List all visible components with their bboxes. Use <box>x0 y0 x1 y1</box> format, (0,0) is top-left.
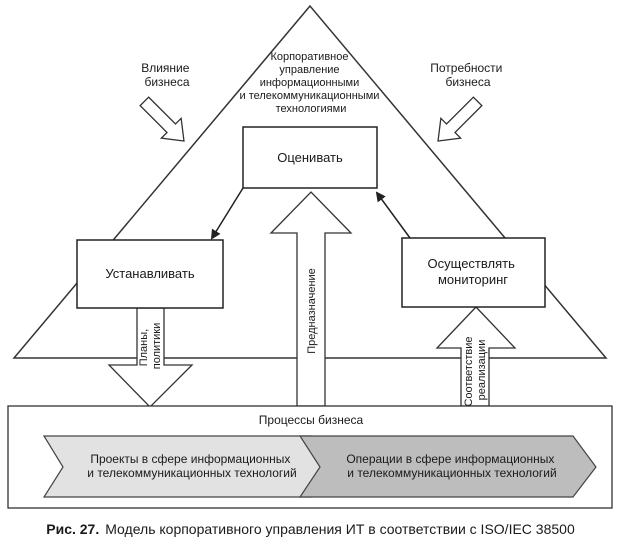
triangle-top-label: Корпоративное управление информационными… <box>240 51 383 115</box>
figure-number: Рис. 27. <box>46 521 100 537</box>
business-needs-arrow <box>437 96 483 142</box>
direct-label: Устанавливать <box>105 266 194 281</box>
business-needs-label: Потребности бизнеса <box>430 61 505 89</box>
plans-policies-arrow <box>107 307 194 408</box>
plans-policies-label: Планы, политики <box>138 323 163 370</box>
purpose-arrow <box>269 191 353 407</box>
projects-label: Проекты в сфере информационных и телеком… <box>87 452 296 480</box>
compliance-label: Соответствие реализации <box>463 333 488 406</box>
purpose-label: Предназначение <box>306 268 318 354</box>
business-processes-title: Процессы бизнеса <box>259 413 364 427</box>
monitor-to-evaluate-arrow <box>375 191 411 239</box>
business-influence-arrow <box>139 96 185 142</box>
operations-label: Операции в сфере информационных и телеко… <box>346 452 557 480</box>
compliance-arrow <box>435 306 517 407</box>
monitor-label: Осуществлять мониторинг <box>428 256 519 287</box>
figure-caption-text: Модель корпоративного управления ИТ в со… <box>105 521 575 537</box>
figure-caption: Рис. 27. Модель корпоративного управления… <box>0 521 621 537</box>
business-influence-label: Влияние бизнеса <box>141 61 193 89</box>
direct-box <box>76 239 224 309</box>
evaluate-to-direct-arrow <box>210 187 244 240</box>
monitor-box <box>401 237 546 308</box>
evaluate-label: Оценивать <box>277 150 343 165</box>
operations-chevron <box>298 435 597 498</box>
evaluate-box <box>242 126 378 189</box>
